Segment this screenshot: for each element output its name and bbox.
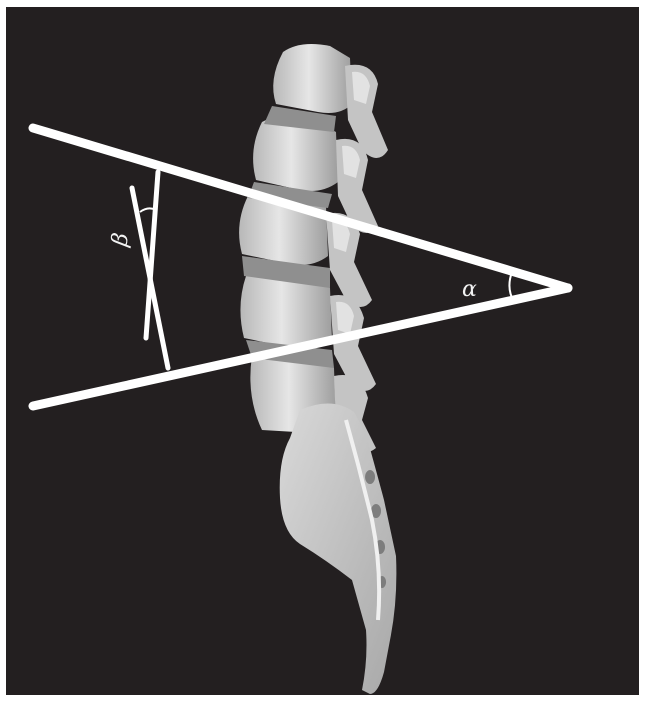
angle-alpha-label: α: [462, 277, 477, 302]
vertebra-l1: [273, 44, 352, 113]
